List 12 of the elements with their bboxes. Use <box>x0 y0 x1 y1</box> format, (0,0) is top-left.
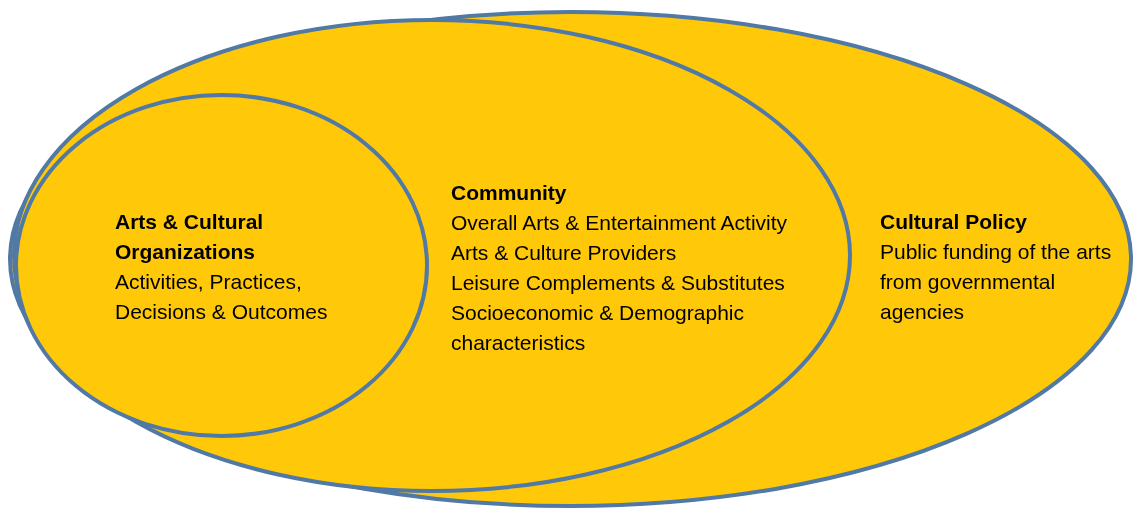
heading-text: Cultural Policy <box>880 209 1029 235</box>
heading-text: Arts & Cultural Organizations <box>115 209 265 265</box>
body-text: Leisure Complements & Substitutes <box>451 270 786 296</box>
body-text: Overall Arts & Entertainment Activity <box>451 210 789 236</box>
heading-text: Community <box>451 180 568 206</box>
body-text: Arts & Culture Providers <box>451 240 678 266</box>
middle-ellipse <box>12 18 852 493</box>
body-text: Activities, Practices, Decisions & Outcomes <box>115 269 329 325</box>
body-text: Socioeconomic & Demographic characteristics <box>451 300 745 356</box>
inner-ellipse <box>14 93 429 438</box>
body-text: Public funding of the arts from governmental agencies <box>880 239 1113 325</box>
outer-ellipse <box>8 10 1133 508</box>
